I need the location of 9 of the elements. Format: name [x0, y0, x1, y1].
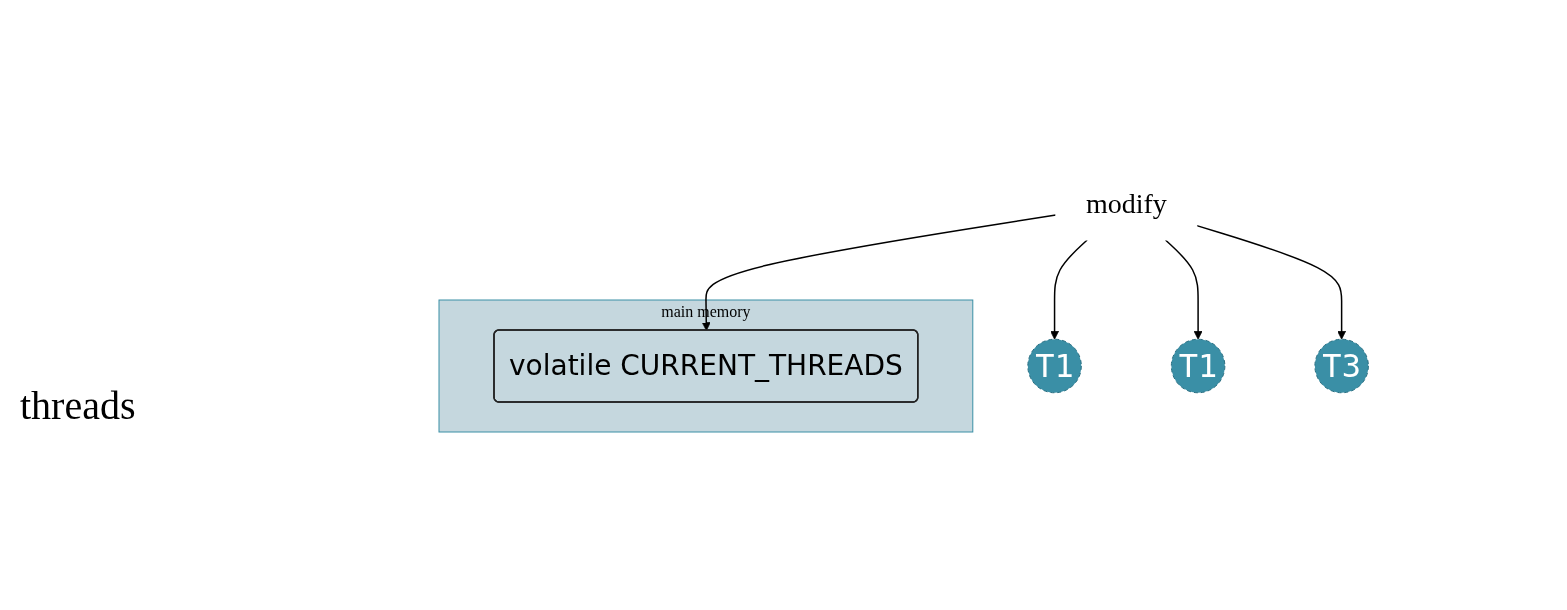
node-text: modify	[1085, 188, 1167, 219]
row-label: threads	[20, 381, 137, 429]
node-circle: T1	[1027, 338, 1082, 394]
arrow	[1049, 239, 1088, 340]
arrow	[1164, 239, 1203, 340]
node-circle: T3	[1314, 338, 1369, 394]
node-circle: T1	[1170, 338, 1226, 394]
arrow	[1195, 224, 1346, 340]
arrow	[701, 214, 1057, 331]
